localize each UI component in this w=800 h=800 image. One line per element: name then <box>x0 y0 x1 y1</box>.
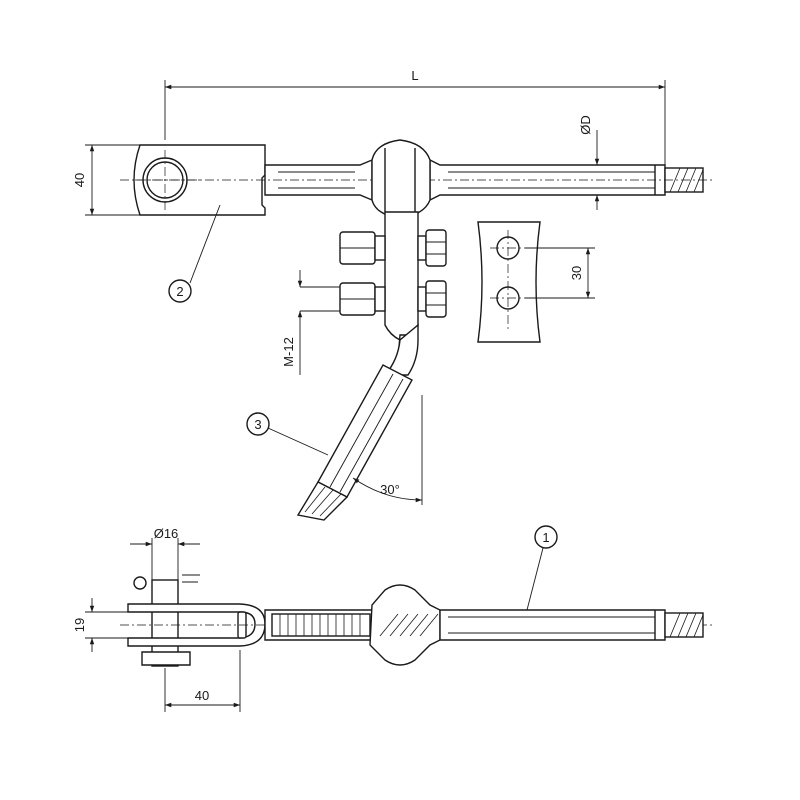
bottom-view: Ø16 19 <box>72 525 715 712</box>
callout-1-label: 1 <box>542 530 549 545</box>
callout-2-label: 2 <box>176 284 183 299</box>
dimension-eye-height: 40 <box>72 144 140 216</box>
dimension-angle: 30° <box>352 395 423 505</box>
dimension-overall-length: L <box>164 68 666 165</box>
dimension-jaw-length: 40 <box>164 650 241 712</box>
callout-1: 1 <box>526 525 558 611</box>
dim-label-bolt-size: M-12 <box>281 337 296 367</box>
main-rod <box>120 158 715 202</box>
dim-label-angle: 30° <box>380 482 400 497</box>
callout-3: 3 <box>246 412 329 456</box>
sectioned-rod <box>264 584 704 666</box>
thread-pattern <box>279 614 361 636</box>
dim-label-hole-spacing: 30 <box>569 266 584 280</box>
dim-label-jaw-length: 40 <box>195 688 209 703</box>
bolt-lower <box>339 280 447 318</box>
callout-3-label: 3 <box>254 417 261 432</box>
dimension-bolt-size: M-12 <box>281 270 340 375</box>
dimension-hole-spacing: 30 <box>525 247 595 299</box>
angled-sleeve <box>296 323 419 521</box>
dim-label-eye-height: 40 <box>72 173 87 187</box>
top-view: L 40 <box>72 68 715 521</box>
callout-2: 2 <box>168 204 221 303</box>
bolt-upper <box>339 229 447 267</box>
dim-label-overall-length: L <box>411 68 418 83</box>
dimension-rod-diameter: ØD <box>578 115 600 210</box>
plate-side-detail <box>477 221 541 343</box>
dim-label-rod-diameter: ØD <box>578 115 593 135</box>
clamp-hub <box>371 139 431 219</box>
dimension-jaw-opening: 19 <box>72 598 130 652</box>
dim-label-jaw-opening: 19 <box>72 618 87 632</box>
dim-label-pin-diameter: Ø16 <box>154 526 179 541</box>
